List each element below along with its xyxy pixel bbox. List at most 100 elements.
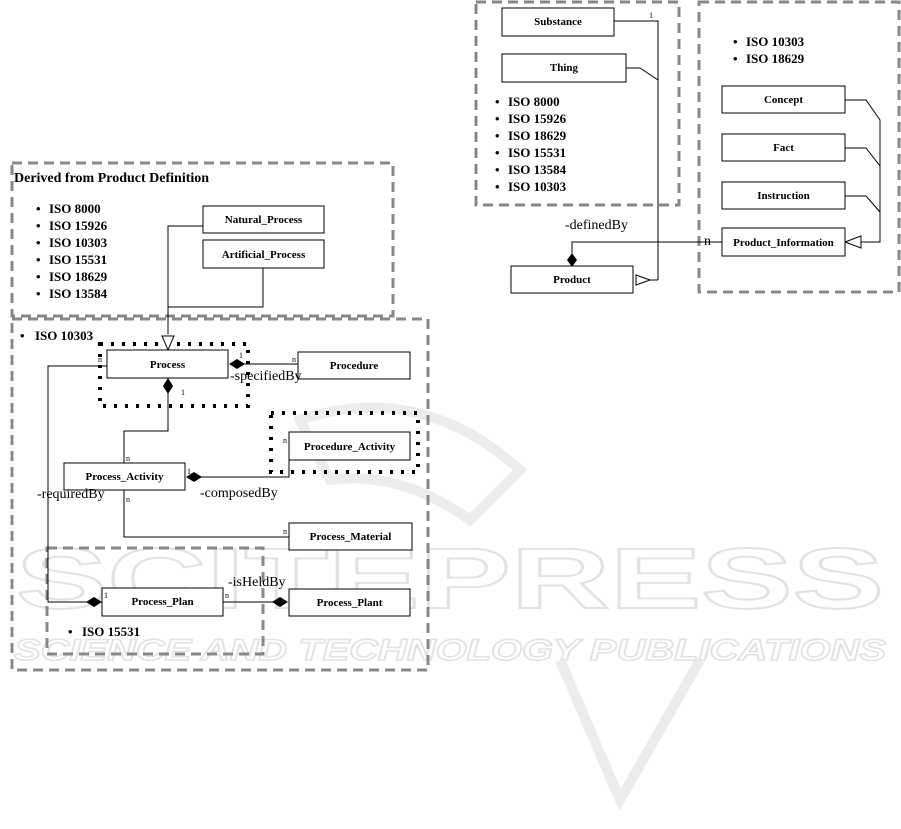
class-process-activity[interactable]: Process_Activity — [63, 462, 186, 491]
zone-iso10303-standards: • ISO 10303 — [20, 328, 94, 343]
class-process-plan[interactable]: Process_Plan — [101, 587, 224, 617]
standard-bullet: • — [68, 624, 73, 639]
zone-iso10303 — [10, 317, 430, 672]
standard-item: ISO 15531 — [82, 624, 140, 639]
class-artificial-process[interactable]: Artificial_Process — [202, 239, 325, 269]
multiplicity-label: n — [283, 527, 287, 536]
multiplicity-label: 1 — [239, 351, 243, 360]
standard-bullet: • — [733, 34, 738, 49]
multiplicity-label: 1 — [187, 467, 191, 476]
class-label: Process — [150, 359, 186, 371]
zone-iso15531-standards: • ISO 15531 — [68, 624, 140, 639]
class-label: Substance — [534, 16, 582, 28]
class-instruction[interactable]: Instruction — [721, 181, 846, 210]
class-substance[interactable]: Substance — [501, 7, 615, 37]
class-thing[interactable]: Thing — [501, 53, 627, 83]
dotted-group-process — [98, 342, 250, 408]
standard-item: ISO 18629 — [508, 128, 567, 143]
standard-item: ISO 8000 — [508, 94, 560, 109]
standard-bullet: • — [495, 179, 500, 194]
standard-bullet: • — [36, 286, 41, 301]
standard-bullet: • — [495, 145, 500, 160]
composition-diamond — [186, 472, 202, 482]
defined-by-association — [571, 241, 722, 253]
role-specified-by: -specifiedBy — [230, 369, 302, 384]
multiplicity-labels: n 1 n 1 n n 1 n n 1 n 1 n — [98, 11, 711, 600]
standard-item: ISO 15531 — [49, 252, 107, 267]
zone-product-definition-title: Derived from Product Definition — [14, 171, 209, 186]
role-required-by: -requiredBy — [37, 487, 105, 502]
artificial-process-generalization-line — [168, 268, 264, 308]
standard-item: ISO 10303 — [35, 328, 94, 343]
standard-item: ISO 13584 — [508, 162, 567, 177]
generalization-arrowhead — [635, 274, 652, 286]
zone-substance-thing-standards: • ISO 8000 • ISO 15926 • ISO 18629 • ISO… — [495, 94, 567, 194]
standard-item: ISO 15926 — [508, 111, 567, 126]
class-concept[interactable]: Concept — [721, 85, 846, 114]
class-product[interactable]: Product — [510, 265, 634, 294]
class-label: Instruction — [757, 190, 810, 202]
class-natural-process[interactable]: Natural_Process — [202, 205, 325, 234]
standard-bullet: • — [36, 201, 41, 216]
composition-diamond — [163, 378, 173, 394]
class-process[interactable]: Process — [106, 349, 229, 379]
class-process-material[interactable]: Process_Material — [288, 522, 413, 551]
composed-by-association — [200, 446, 290, 478]
standard-bullet: • — [495, 162, 500, 177]
generalization-arrowhead — [161, 335, 175, 352]
watermark-arrow — [555, 657, 705, 812]
class-label: Natural_Process — [225, 214, 303, 226]
standard-bullet: • — [36, 269, 41, 284]
generalization-arrowhead — [843, 235, 862, 249]
zone-substance-thing — [474, 0, 681, 207]
multiplicity-label: n — [98, 355, 102, 364]
class-procedure-activity[interactable]: Procedure_Activity — [288, 431, 411, 461]
standard-bullet: • — [36, 252, 41, 267]
class-label: Process_Material — [310, 531, 392, 543]
natural-process-generalization-line — [167, 225, 203, 334]
zone-product-definition-standards: • ISO 8000 • ISO 15926 • ISO 10303 • ISO… — [36, 201, 108, 301]
class-procedure[interactable]: Procedure — [297, 351, 411, 380]
watermark-swoosh — [292, 402, 528, 527]
class-label: Artificial_Process — [222, 249, 306, 261]
standard-bullet: • — [495, 94, 500, 109]
multiplicity-label: n — [126, 495, 130, 504]
standard-bullet: • — [36, 235, 41, 250]
class-label: Procedure_Activity — [304, 441, 396, 453]
concept-generalization-line — [845, 99, 881, 243]
role-is-held-by: -isHeldBy — [228, 575, 286, 590]
class-label: Process_Activity — [86, 471, 164, 483]
class-fact[interactable]: Fact — [721, 133, 846, 162]
multiplicity-label: n — [126, 454, 130, 463]
connectors — [47, 20, 881, 607]
multiplicity-label: n — [225, 591, 229, 600]
standard-item: ISO 15926 — [49, 218, 108, 233]
class-label: Concept — [764, 94, 803, 106]
substance-generalization-line — [614, 20, 659, 280]
instruction-generalization-line — [845, 195, 881, 213]
standard-bullet: • — [36, 218, 41, 233]
class-label: Process_Plant — [317, 597, 383, 609]
zone-information-standards: • ISO 10303 • ISO 18629 — [733, 34, 805, 66]
standard-item: ISO 18629 — [49, 269, 108, 284]
fact-generalization-line — [845, 147, 881, 167]
class-process-plant[interactable]: Process_Plant — [288, 588, 411, 617]
watermark-sub-text: SCIENCE AND TECHNOLOGY PUBLICATIONS — [14, 634, 886, 667]
composition-diamond — [272, 597, 288, 607]
composition-diamond — [567, 253, 577, 267]
composition-diamond — [229, 359, 245, 369]
multiplicity-label: 1 — [649, 11, 653, 20]
class-product-information[interactable]: Product_Information — [721, 227, 846, 257]
required-by-association — [47, 365, 107, 603]
multiplicity-label: 1 — [181, 388, 185, 397]
composition-diamond — [86, 597, 102, 607]
multiplicity-label: n — [283, 436, 287, 445]
process-material-association — [123, 490, 289, 538]
dotted-group-procedure-activity — [269, 411, 420, 474]
thing-generalization-line — [626, 67, 659, 81]
process-activity-composition-line — [123, 393, 169, 463]
zone-information — [697, 0, 901, 294]
standard-item: ISO 13584 — [49, 286, 108, 301]
class-label: Procedure — [330, 360, 379, 372]
